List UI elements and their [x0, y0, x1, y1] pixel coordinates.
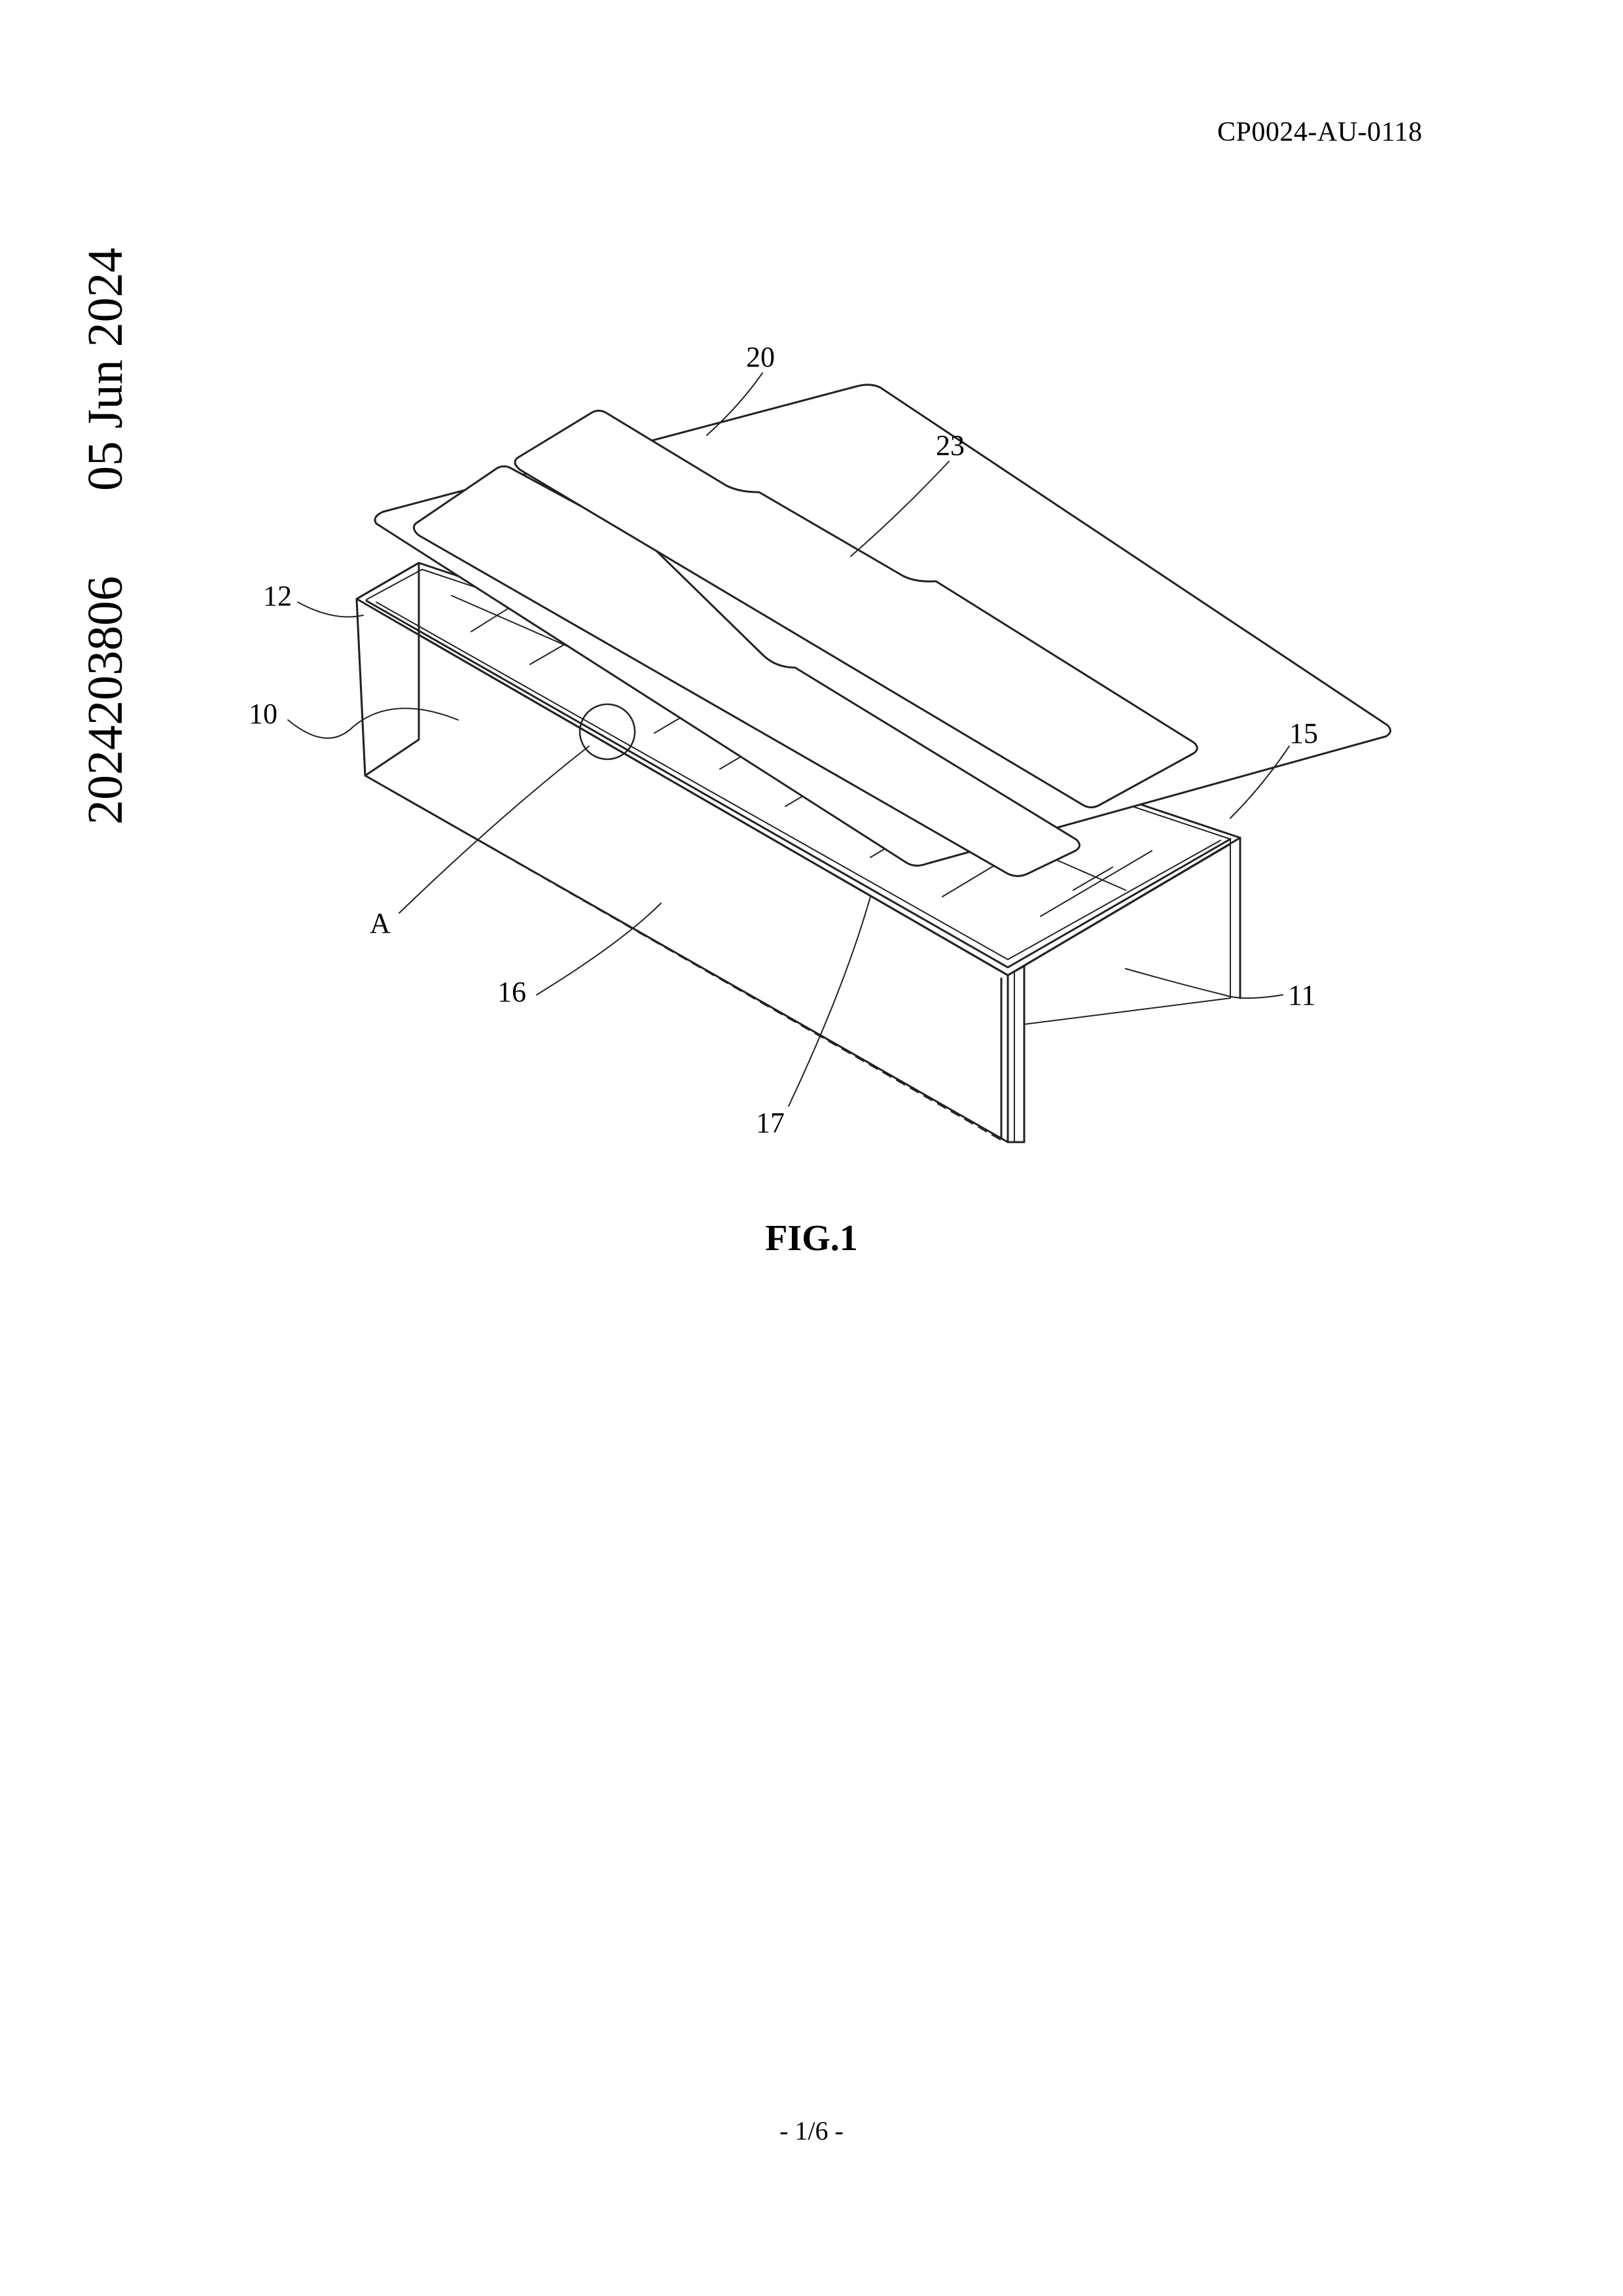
label-11: 11 — [1288, 979, 1315, 1011]
label-23: 23 — [936, 429, 965, 461]
label-17: 17 — [756, 1107, 785, 1139]
page-number: - 1/6 - — [0, 2115, 1623, 2146]
label-10: 10 — [249, 698, 277, 730]
label-12: 12 — [263, 580, 292, 612]
label-15: 15 — [1289, 717, 1318, 749]
label-20: 20 — [746, 341, 775, 373]
label-A: A — [370, 907, 391, 939]
figure-caption: FIG.1 — [0, 1217, 1623, 1259]
label-16: 16 — [497, 976, 526, 1008]
